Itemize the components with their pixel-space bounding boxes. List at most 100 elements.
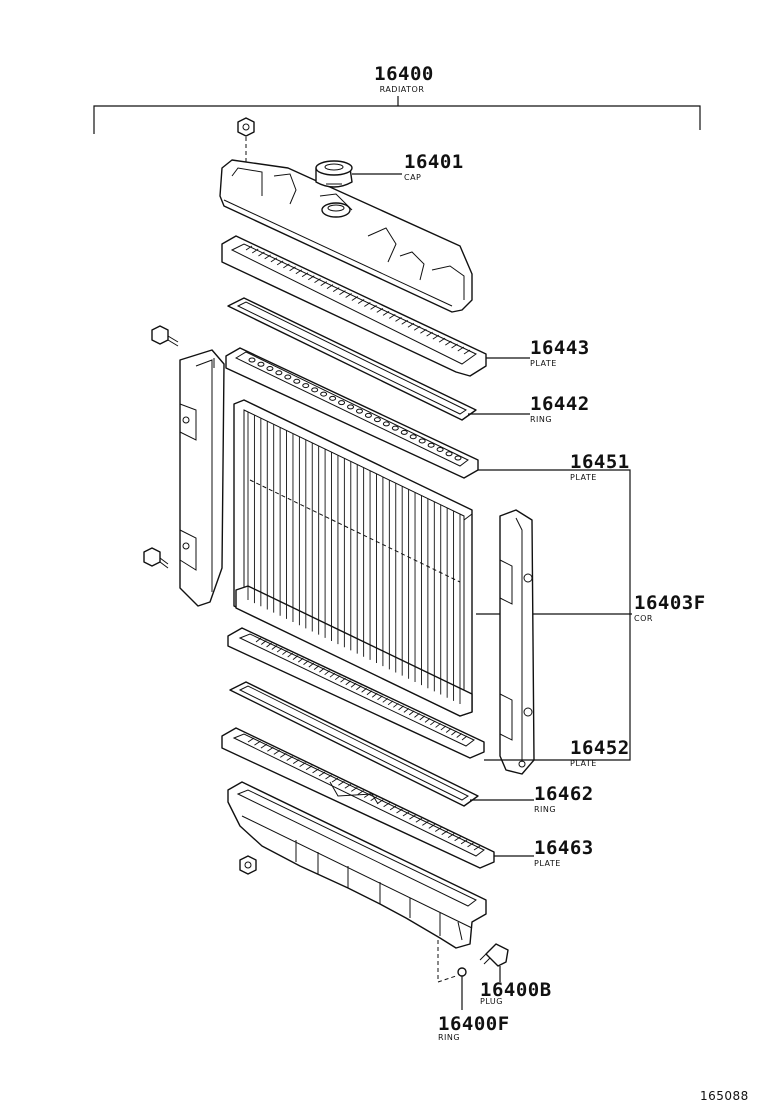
assembly-bracket xyxy=(93,105,701,134)
lower-bolt-icon xyxy=(239,855,257,875)
hatch-line xyxy=(332,287,340,292)
hatch-line xyxy=(389,805,397,811)
hatch-line xyxy=(396,808,403,814)
hatch-line xyxy=(351,786,358,792)
part-name-plug-ring: RING xyxy=(438,1033,460,1042)
hatch-line xyxy=(345,293,352,298)
tube-hole xyxy=(355,408,363,414)
hatch-line xyxy=(395,316,402,322)
part-name-upper-plate: PLATE xyxy=(530,359,557,368)
assembly-header: 16400 RADIATOR xyxy=(93,63,701,134)
hatch-line xyxy=(334,675,341,681)
hatch-line xyxy=(457,346,465,352)
hatch-line xyxy=(289,266,296,272)
upper-core-plate xyxy=(225,347,479,479)
upper-bolt-icon xyxy=(237,117,255,168)
hatch-line xyxy=(408,710,415,716)
hatch-line xyxy=(276,260,284,266)
hatch-line xyxy=(413,325,421,331)
part-name-upper-ring: RING xyxy=(530,415,552,424)
hatch-line xyxy=(383,802,390,808)
tube-hole xyxy=(311,387,319,393)
callout-core: 16403F COR xyxy=(634,592,705,623)
hatch-line xyxy=(299,762,306,768)
hatch-line xyxy=(301,272,309,278)
hatch-line xyxy=(451,343,458,349)
hatch-line xyxy=(461,735,468,741)
part-number-drain-plug: 16400B xyxy=(480,979,552,1001)
figure-id: 165088 xyxy=(700,1089,749,1103)
part-number-upper-core-plate: 16451 xyxy=(570,451,630,473)
left-side-bracket xyxy=(179,349,225,607)
hatch-line xyxy=(247,737,255,743)
tube-hole xyxy=(284,374,292,380)
hatch-line xyxy=(382,310,390,316)
hatch-line xyxy=(258,251,265,257)
hatch-line xyxy=(364,302,371,307)
hatch-line xyxy=(245,245,253,251)
hatch-line xyxy=(422,820,429,826)
hatch-line xyxy=(267,746,274,752)
part-name-drain-plug: PLUG xyxy=(480,997,503,1006)
hatch-line xyxy=(463,349,471,355)
hatch-line xyxy=(286,756,293,761)
hatch-line xyxy=(313,665,320,670)
hatch-line xyxy=(377,695,383,701)
tube-hole xyxy=(338,400,346,406)
tube-hole xyxy=(436,446,444,452)
hatch-line xyxy=(303,660,309,665)
part-number-plug-ring: 16400F xyxy=(438,1013,510,1035)
hatch-line xyxy=(376,308,384,313)
tube-hole xyxy=(373,417,381,423)
callout-upper-plate: 16443 PLATE xyxy=(530,337,589,368)
hatch-line xyxy=(339,290,346,295)
callout-upper-core-plate: 16451 PLATE xyxy=(570,451,630,482)
hatch-line xyxy=(254,740,261,746)
hatch-line xyxy=(460,839,468,845)
hatch-line xyxy=(276,647,283,653)
hatch-line xyxy=(338,780,345,786)
callout-cap: 16401 CAP xyxy=(404,151,463,182)
hatch-line xyxy=(363,793,371,798)
tube-hole xyxy=(275,370,283,376)
radiator-cap-icon xyxy=(315,160,402,188)
tube-hole xyxy=(266,366,274,372)
hatch-line xyxy=(438,337,446,343)
hatch-line xyxy=(308,662,315,668)
tube-hole xyxy=(382,421,390,427)
hatch-line xyxy=(318,771,326,777)
left-bracket-lower-bolt-icon xyxy=(143,547,169,569)
hatch-line xyxy=(387,700,394,706)
right-side-bracket xyxy=(499,509,535,775)
tube-hole xyxy=(293,378,301,384)
hatch-line xyxy=(266,642,272,648)
tube-hole xyxy=(400,429,408,435)
callout-lower-ring: 16462 RING xyxy=(534,783,593,814)
hatch-line xyxy=(255,637,262,643)
radiator-core xyxy=(233,399,473,717)
hatch-line xyxy=(426,331,433,337)
tube-hole xyxy=(409,434,417,440)
hatch-line xyxy=(319,667,325,673)
hatch-line xyxy=(435,827,442,832)
hatch-line xyxy=(357,790,365,795)
assembly-name: RADIATOR xyxy=(380,85,425,94)
upper-tank xyxy=(219,117,473,313)
hatch-line xyxy=(420,328,427,334)
tube-hole xyxy=(445,451,453,457)
hatch-line xyxy=(350,682,357,688)
lower-ring-gasket xyxy=(229,681,479,807)
hatch-line xyxy=(403,708,410,713)
hatch-line xyxy=(454,836,461,842)
plug-ring-icon xyxy=(437,940,467,1010)
tube-hole xyxy=(391,425,399,431)
part-name-lower-core-plate: PLATE xyxy=(570,759,597,768)
part-number-lower-core-plate: 16452 xyxy=(570,737,630,759)
hatch-line xyxy=(325,774,332,780)
hatch-line xyxy=(357,299,365,304)
callout-upper-ring: 16442 RING xyxy=(530,393,589,424)
tube-hole xyxy=(302,383,310,389)
part-name-upper-core-plate: PLATE xyxy=(570,473,597,482)
hatch-line xyxy=(440,725,447,731)
